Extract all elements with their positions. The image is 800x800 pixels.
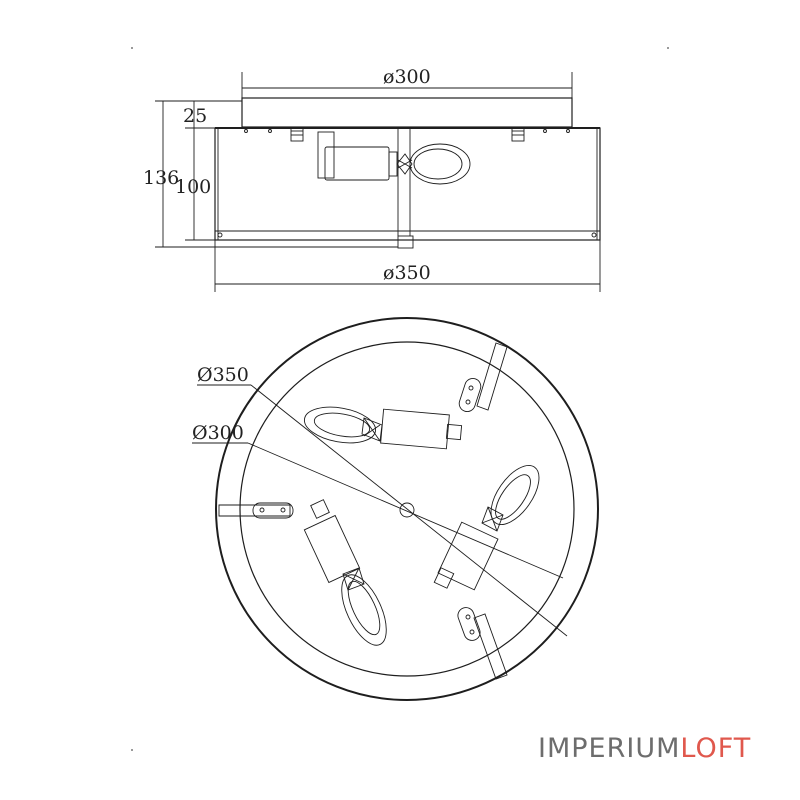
- side-view: ø300: [143, 66, 601, 292]
- dim-canopy-height: 25: [183, 101, 207, 128]
- dim-total-height-label: 136: [143, 167, 179, 189]
- inner-circle: [239, 341, 575, 677]
- dim-shade-height: 100: [175, 127, 215, 241]
- bulb-holder-2: [433, 465, 540, 591]
- leader-outer: Ø350: [197, 364, 568, 637]
- dim-top-width: ø300: [241, 66, 573, 98]
- center-hole: [399, 502, 415, 518]
- center-rod: [397, 128, 414, 249]
- dim-total-height: 136: [143, 100, 398, 248]
- dim-shade-height-label: 100: [175, 176, 211, 198]
- outer-circle: [215, 317, 599, 701]
- mount-bracket-top: [458, 342, 508, 413]
- dim-bottom-width: ø350: [214, 240, 601, 292]
- bulb-holder-1: [303, 406, 463, 450]
- shade-body: [214, 127, 601, 241]
- crop-marks: [131, 47, 669, 751]
- bulb-holder-3: [303, 499, 387, 646]
- dim-bottom-width-label: ø350: [383, 262, 431, 284]
- dim-canopy-height-label: 25: [183, 105, 207, 127]
- mount-bracket-left: [218, 502, 294, 519]
- bottom-view: Ø350 Ø300: [192, 317, 599, 701]
- mount-bracket-bottom: [457, 607, 508, 680]
- side-bulb-holder: [317, 131, 471, 185]
- brand-logo: IMPERIUMLOFT: [538, 733, 751, 764]
- canopy: [241, 97, 573, 128]
- dim-top-width-label: ø300: [383, 66, 431, 88]
- dim-inner-label: Ø300: [192, 422, 244, 444]
- leader-inner: Ø300: [192, 422, 564, 579]
- brand-logo-part1: IMPERIUM: [538, 733, 681, 764]
- dim-outer-label: Ø350: [197, 364, 249, 386]
- brand-logo-part2: LOFT: [680, 733, 752, 764]
- canopy-screws: [244, 126, 570, 142]
